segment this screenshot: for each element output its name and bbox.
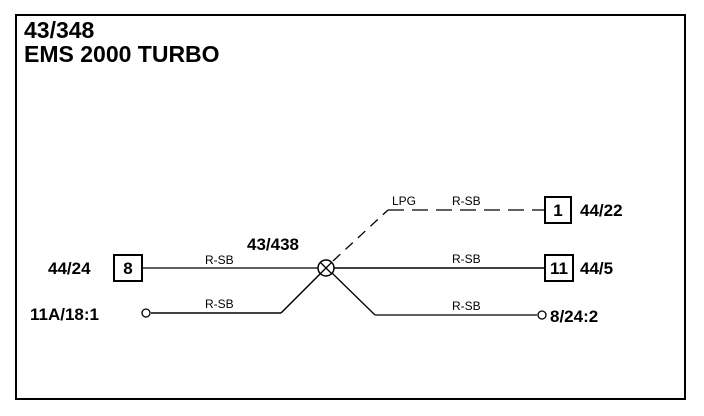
diagram-title: EMS 2000 TURBO [24, 41, 220, 67]
wire-right-top-option: LPG [392, 194, 416, 208]
connector-44-24-pin: 8 [123, 259, 132, 278]
connector-44-24-label: 44/24 [48, 259, 91, 278]
wire-right-top-color: R-SB [452, 194, 481, 208]
wire-right-bottom-color: R-SB [452, 299, 481, 313]
diagram-frame [15, 14, 686, 400]
terminal-11a-18-1-label: 11A/18:1 [30, 305, 99, 324]
wire-right-mid-color: R-SB [452, 252, 481, 266]
wire-left-bottom-diagonal [280, 273, 321, 314]
diagram-number: 43/348 [24, 17, 95, 43]
connector-44-22-box [544, 196, 572, 224]
wire-left-bottom-color: R-SB [205, 297, 234, 311]
wire-left-top-color: R-SB [205, 253, 234, 267]
connector-44-24-box [113, 254, 143, 282]
connector-44-5-box [544, 254, 574, 282]
splice-icon [317, 259, 335, 277]
terminal-11a-18-1-icon [141, 308, 151, 318]
connector-44-5-label: 44/5 [580, 259, 613, 278]
wire-right-top-dashed-diagonal [332, 209, 389, 262]
connector-44-22-pin: 1 [553, 201, 562, 220]
terminal-8-24-2-icon [537, 310, 547, 320]
wire-right-bottom-diagonal [331, 272, 376, 316]
connector-44-5-pin: 11 [550, 259, 568, 278]
title-block: 43/348 EMS 2000 TURBO [24, 18, 220, 66]
splice-label: 43/438 [247, 235, 299, 254]
terminal-8-24-2-label: 8/24:2 [550, 307, 598, 326]
connector-44-22-label: 44/22 [580, 201, 623, 220]
